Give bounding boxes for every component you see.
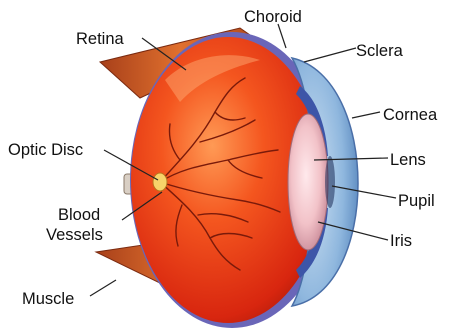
label-muscle: Muscle [22,290,74,308]
label-choroid: Choroid [244,8,302,26]
lens [288,114,328,250]
optic-disc [153,173,167,191]
label-optic-disc: Optic Disc [8,141,83,159]
pupil [325,156,335,208]
label-sclera: Sclera [356,42,404,60]
label-iris: Iris [390,232,412,250]
label-cornea: Cornea [383,106,438,124]
label-retina: Retina [76,30,125,48]
label-lens: Lens [390,151,426,169]
label-blood-vessels-line2: Vessels [46,226,103,244]
label-blood-vessels-line1: Blood [58,206,100,224]
label-pupil: Pupil [398,192,435,210]
